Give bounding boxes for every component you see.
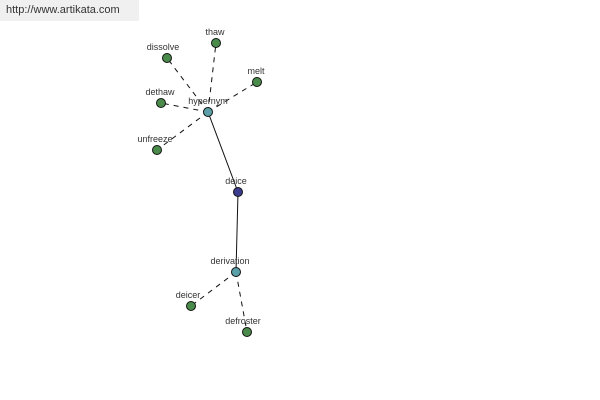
edges [156,42,258,333]
label-thaw: thaw [205,27,225,37]
node-deicer[interactable] [186,301,196,311]
node-unfreeze[interactable] [152,145,162,155]
node-derivation[interactable] [231,267,241,277]
labels: thaw dissolve melt dethaw unfreeze hyper… [137,27,265,326]
edge-hypernym-thaw [207,42,217,113]
label-deice: deice [225,176,247,186]
node-defroster[interactable] [242,327,252,337]
edge-hypernym-dissolve [166,57,209,113]
edge-deice-hypernym [207,111,239,193]
node-melt[interactable] [252,77,262,87]
edge-hypernym-dethaw [160,102,209,113]
label-defroster: defroster [225,316,261,326]
edge-derivation-defroster [235,271,248,333]
label-unfreeze: unfreeze [137,134,172,144]
label-dethaw: dethaw [145,87,175,97]
nodes [152,38,262,337]
node-dethaw[interactable] [156,98,166,108]
node-deice[interactable] [233,187,243,197]
edge-derivation-deicer [190,271,237,307]
node-thaw[interactable] [211,38,221,48]
edge-deice-derivation [235,191,239,273]
node-dissolve[interactable] [162,53,172,63]
label-dissolve: dissolve [147,42,180,52]
label-deicer: deicer [176,290,201,300]
label-derivation: derivation [210,256,249,266]
label-melt: melt [247,66,265,76]
label-hypernym: hypernym [188,96,228,106]
source-url[interactable]: http://www.artikata.com [0,0,139,21]
node-hypernym[interactable] [203,107,213,117]
edge-hypernym-unfreeze [156,111,209,151]
